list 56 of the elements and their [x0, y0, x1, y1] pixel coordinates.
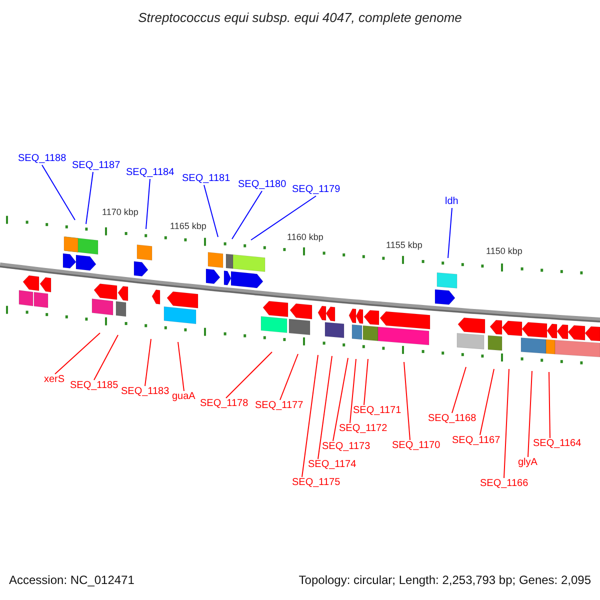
- leader-line: [364, 358, 368, 406]
- gene-label: SEQ_1175: [292, 477, 340, 489]
- leader-line: [232, 190, 262, 240]
- leader-line: [94, 334, 118, 380]
- gene-label: SEQ_1184: [126, 167, 174, 179]
- topology-text: Topology: circular; Length: 2,253,793 bp; Genes: 2,095: [298, 574, 591, 587]
- gene-label: SEQ_1181: [182, 173, 230, 185]
- scale-label: 1150 kbp: [486, 245, 522, 258]
- leader-line: [144, 338, 152, 386]
- leader-line: [452, 366, 466, 414]
- leader-line: [404, 362, 410, 440]
- leader-line: [86, 172, 94, 224]
- leader-line: [42, 164, 76, 220]
- gene-label: SEQ_1183: [121, 386, 170, 398]
- gene-label: SEQ_1173: [322, 441, 370, 453]
- leader-line: [302, 354, 318, 478]
- leader-line: [178, 342, 184, 392]
- gene-label: SEQ_1168: [428, 413, 476, 425]
- leader-line: [250, 196, 316, 240]
- leader-line: [528, 370, 532, 458]
- gene-label: SEQ_1164: [533, 438, 582, 450]
- title: Streptococcus equi subsp. equi 4047, complete genome: [137, 10, 463, 26]
- leader-line: [332, 358, 348, 442]
- scale-label: 1155 kbp: [386, 239, 422, 252]
- gene-label: SEQ_1171: [353, 405, 402, 417]
- accession-text: Accession: NC_012471: [9, 574, 134, 587]
- gene-label: SEQ_1188: [18, 153, 66, 165]
- gene-label: xerS: [44, 374, 65, 386]
- leader-line: [480, 368, 494, 436]
- leader-line: [204, 184, 218, 238]
- gene-label: SEQ_1177: [255, 400, 304, 412]
- gene-label: SEQ_1167: [452, 435, 500, 447]
- gene-label: SEQ_1187: [72, 160, 120, 172]
- leader-line: [504, 368, 510, 478]
- scale-label: 1160 kbp: [287, 231, 324, 244]
- leader-line: [448, 208, 452, 258]
- gene-label: SEQ_1172: [339, 423, 388, 435]
- leader-line: [318, 356, 332, 460]
- leader-line: [146, 178, 150, 230]
- gene-label: guaA: [172, 391, 196, 403]
- gene-label: SEQ_1178: [200, 398, 248, 410]
- gene-label: SEQ_1185: [70, 380, 118, 392]
- leader-line: [548, 372, 550, 438]
- gene-label: SEQ_1170: [392, 440, 440, 452]
- gene-label: ldh: [445, 196, 458, 208]
- leader-line: [54, 332, 100, 374]
- gene-label: SEQ_1180: [238, 179, 286, 191]
- gene-label: SEQ_1179: [292, 184, 340, 196]
- leader-line: [226, 352, 272, 398]
- leader-line: [350, 358, 356, 424]
- scale-label: 1170 kbp: [102, 206, 138, 219]
- gene-label: SEQ_1174: [308, 459, 356, 471]
- leader-line: [280, 354, 298, 400]
- scale-label: 1165 kbp: [170, 220, 206, 233]
- gene-label: glyA: [518, 457, 538, 469]
- gene-label: SEQ_1166: [480, 478, 528, 490]
